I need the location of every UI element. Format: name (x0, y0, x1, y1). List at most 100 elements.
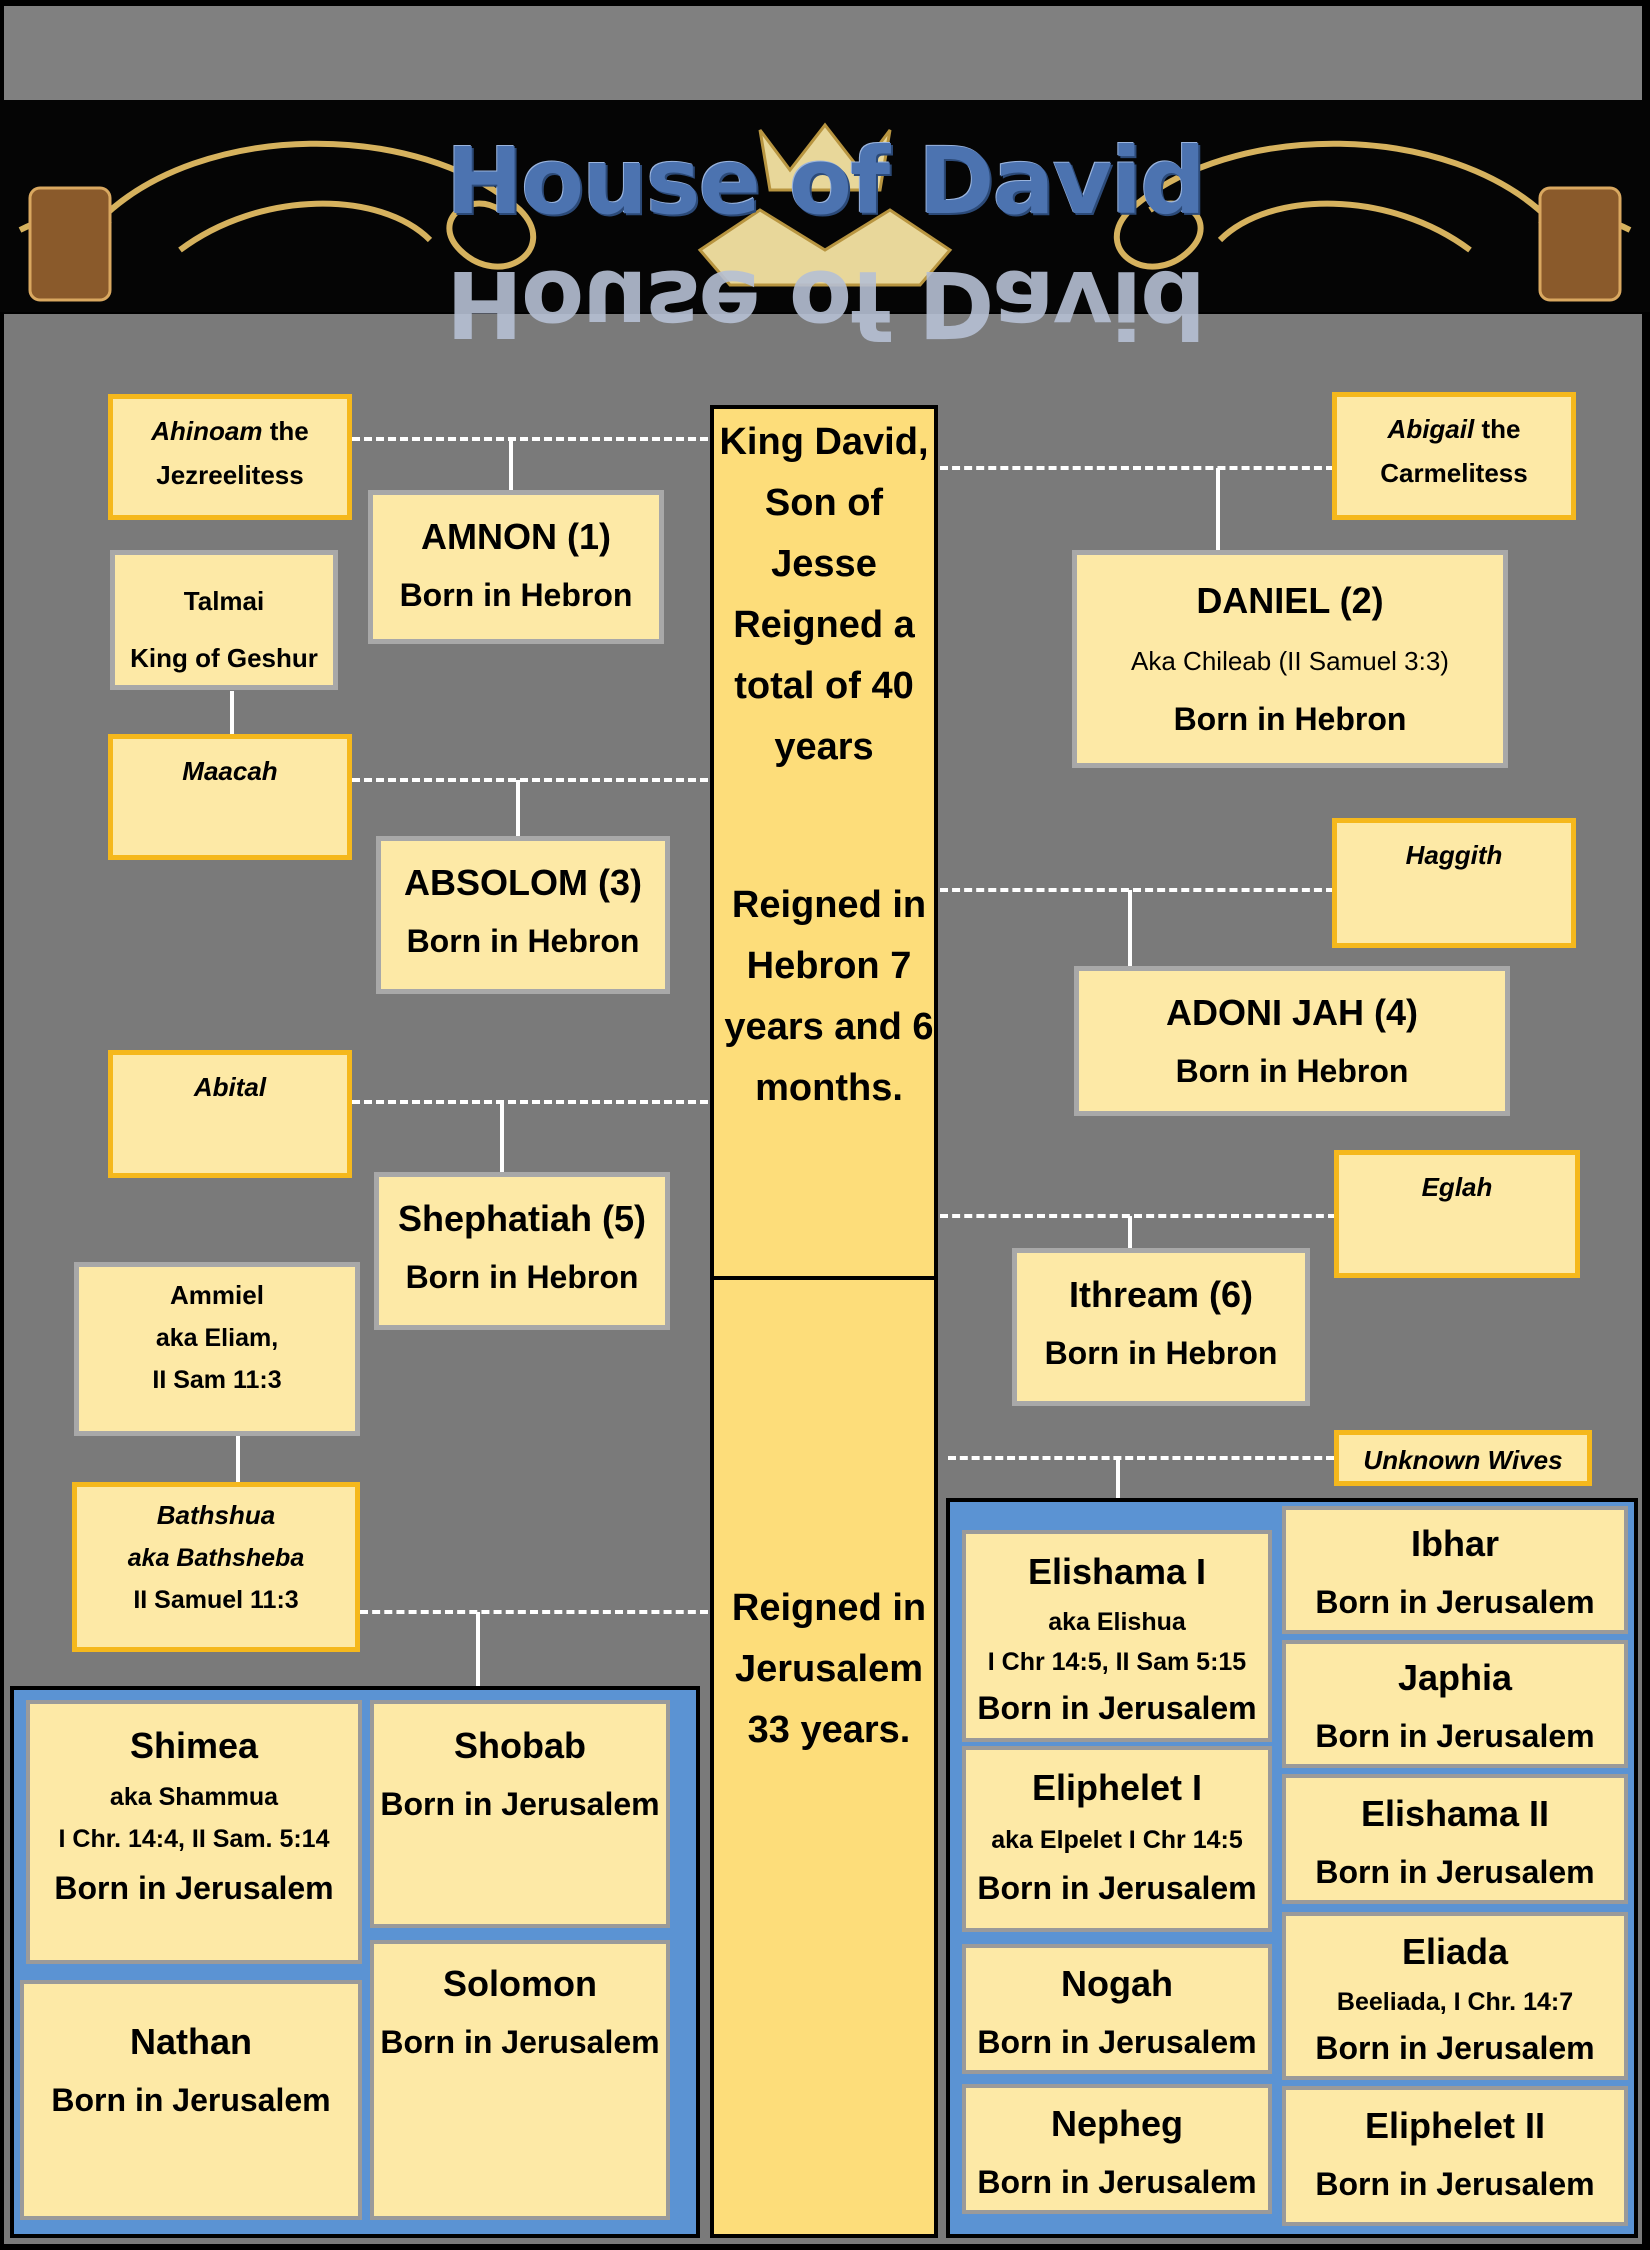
marriage-line (352, 1100, 708, 1104)
ammiel-name: Ammiel (170, 1280, 264, 1310)
wife-ref: II Samuel 11:3 (133, 1586, 299, 1614)
wife-abigail: Abigail the Carmelitess (1332, 392, 1576, 520)
son-birthplace: Born in Hebron (1173, 701, 1407, 737)
wife-title: Jezreelitess (156, 460, 304, 490)
title-reflection: House of David (446, 250, 1204, 357)
center-divider (710, 1276, 938, 1280)
king-david-info: King David, Son of Jesse Reigned a total… (714, 412, 934, 778)
son-name: Ithream (6) (1068, 1274, 1254, 1315)
son-birthplace: Born in Jerusalem (1315, 2166, 1595, 2202)
son-birthplace: Born in Jerusalem (977, 1870, 1257, 1906)
wife-name-line: Ahinoam the (113, 409, 347, 453)
son-absolom: ABSOLOM (3) Born in Hebron (376, 836, 670, 994)
parent-line (230, 691, 234, 737)
son-daniel: DANIEL (2) Aka Chileab (II Samuel 3:3) B… (1072, 550, 1508, 768)
marriage-line (360, 1610, 708, 1614)
ammiel-ref: II Sam 11:3 (152, 1366, 282, 1394)
wife-name-line: Abigail the (1337, 407, 1571, 451)
talmai-box: Talmai King of Geshur (110, 550, 338, 690)
son-shephatiah: Shephatiah (5) Born in Hebron (374, 1172, 670, 1330)
son-aka: aka Elishua (1048, 1608, 1186, 1636)
center-line: months. (755, 1067, 903, 1109)
son-name: Solomon (443, 1963, 597, 2004)
son-nepheg: Nepheg Born in Jerusalem (962, 2084, 1272, 2214)
wife-abital: Abital (108, 1050, 352, 1178)
center-line: Jesse (771, 543, 877, 585)
son-eliphelet-2: Eliphelet II Born in Jerusalem (1282, 2086, 1628, 2226)
child-line (1116, 1458, 1120, 1500)
son-birthplace: Born in Jerusalem (380, 2024, 660, 2060)
wife-maacah: Maacah (108, 734, 352, 860)
son-name: Shobab (454, 1725, 586, 1766)
wife-name: Eglah (1421, 1172, 1493, 1202)
hebron-reign-text: Reigned in Hebron 7 years and 6 months. (714, 875, 944, 1119)
child-line (516, 780, 520, 836)
son-birthplace: Born in Jerusalem (1315, 1718, 1595, 1754)
son-adonijah: ADONI JAH (4) Born in Hebron (1074, 966, 1510, 1116)
son-shimea: Shimea aka Shammua I Chr. 14:4, II Sam. … (26, 1700, 362, 1964)
king-david-column (710, 405, 938, 2238)
son-name: Eliphelet I (1031, 1767, 1203, 1808)
center-line: 33 years. (747, 1709, 911, 1751)
child-line (476, 1612, 480, 1686)
wife-ahinoam: Ahinoam the Jezreelitess (108, 394, 352, 520)
son-name: AMNON (1) (421, 516, 611, 557)
center-line: years and 6 (724, 1006, 934, 1048)
son-name: Eliada (1401, 1931, 1509, 1972)
son-ibhar: Ibhar Born in Jerusalem (1282, 1506, 1628, 1634)
child-line (1128, 1216, 1132, 1250)
talmai-name: Talmai (183, 586, 265, 616)
son-birthplace: Born in Jerusalem (380, 1786, 660, 1822)
son-name: ADONI JAH (4) (1165, 992, 1419, 1033)
son-elishama-2: Elishama II Born in Jerusalem (1282, 1774, 1628, 1904)
wife-name: Haggith (1405, 840, 1503, 870)
son-name: Shephatiah (5) (397, 1198, 647, 1239)
son-ithream: Ithream (6) Born in Hebron (1012, 1248, 1310, 1406)
son-amnon: AMNON (1) Born in Hebron (368, 490, 664, 644)
wife-aka: aka Bathsheba (127, 1544, 305, 1572)
center-line: Reigned a (733, 604, 915, 646)
child-line (509, 439, 513, 491)
wife-bathshua: Bathshua aka Bathsheba II Samuel 11:3 (72, 1482, 360, 1652)
center-line: King David, (719, 421, 929, 463)
marriage-line (352, 778, 708, 782)
son-aka: Beeliada, I Chr. 14:7 (1336, 1988, 1574, 2016)
son-name: Nepheg (1050, 2103, 1183, 2144)
son-birthplace: Born in Jerusalem (977, 2164, 1257, 2200)
son-birthplace: Born in Hebron (1175, 1053, 1409, 1089)
son-japhia: Japhia Born in Jerusalem (1282, 1640, 1628, 1768)
center-line: Reigned in (731, 1587, 927, 1629)
son-aka: aka Shammua (109, 1783, 279, 1811)
wife-name-suffix: the (269, 416, 309, 446)
son-elishama-1: Elishama I aka Elishua I Chr 14:5, II Sa… (962, 1530, 1272, 1742)
son-shobab: Shobab Born in Jerusalem (370, 1700, 670, 1928)
son-birthplace: Born in Jerusalem (977, 2024, 1257, 2060)
center-line: Jerusalem (734, 1648, 923, 1690)
child-line (500, 1102, 504, 1174)
center-line: years (774, 726, 874, 768)
child-line (1216, 468, 1220, 552)
son-solomon: Solomon Born in Jerusalem (370, 1940, 670, 2220)
son-birthplace: Born in Jerusalem (54, 1870, 334, 1906)
marriage-line (352, 437, 708, 441)
marriage-line (940, 466, 1334, 470)
son-name: Eliphelet II (1364, 2105, 1546, 2146)
son-eliada: Eliada Beeliada, I Chr. 14:7 Born in Jer… (1282, 1912, 1628, 2080)
talmai-title: King of Geshur (130, 643, 318, 673)
son-nogah: Nogah Born in Jerusalem (962, 1944, 1272, 2074)
son-name: Elishama I (1027, 1551, 1207, 1592)
son-birthplace: Born in Hebron (399, 577, 633, 613)
wife-name: Abigail (1387, 414, 1475, 444)
son-birthplace: Born in Jerusalem (1315, 1854, 1595, 1890)
wife-name: Unknown Wives (1363, 1445, 1563, 1475)
marriage-line (948, 1456, 1334, 1460)
wife-eglah: Eglah (1334, 1150, 1580, 1278)
wife-name: Maacah (182, 756, 278, 786)
center-line: Son of (764, 482, 884, 524)
son-name: Nathan (129, 2021, 252, 2062)
son-birthplace: Born in Jerusalem (51, 2082, 331, 2118)
son-birthplace: Born in Jerusalem (1315, 2030, 1595, 2066)
center-line: total of 40 (734, 665, 914, 707)
wife-name: Ahinoam (151, 416, 263, 446)
